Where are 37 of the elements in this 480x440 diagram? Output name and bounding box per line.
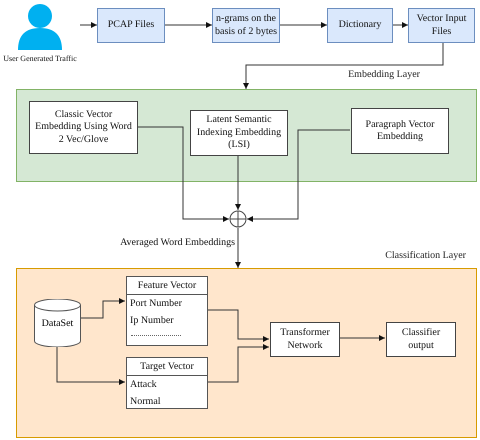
- arrow: [164, 22, 212, 28]
- arrow: [235, 228, 241, 268]
- arrow: [80, 298, 126, 318]
- arrow: [136, 126, 230, 222]
- process-box: Classifier output: [386, 322, 456, 357]
- table-item: Ip Number: [129, 314, 175, 328]
- vector-table: [126, 276, 208, 346]
- process-box: PCAP Files: [97, 8, 165, 43]
- vector-table: [126, 357, 208, 409]
- table-header: Feature Vector: [127, 277, 207, 295]
- sum-junction-circle: [229, 210, 247, 228]
- layer-title: Classification Layer: [385, 250, 466, 261]
- process-box: Paragraph Vector Embedding: [351, 108, 449, 154]
- table-item: Normal: [129, 395, 162, 409]
- layer-title: Embedding Layer: [348, 69, 420, 80]
- table-item: Port Number: [129, 297, 183, 311]
- arrow: [56, 346, 126, 385]
- table-header: Target Vector: [127, 358, 207, 376]
- process-box: Transformer Network: [270, 322, 340, 357]
- node-caption: User Generated Traffic: [2, 54, 78, 63]
- process-box: Classic Vector Embedding Using Word 2 Vec/Glove: [29, 101, 138, 154]
- arrow: [246, 130, 350, 222]
- process-box: Vector Input Files: [408, 8, 475, 43]
- arrow: [338, 335, 386, 341]
- arrow: [243, 42, 444, 90]
- table-item: Attack: [129, 378, 158, 392]
- arrow: [235, 154, 241, 210]
- database-cylinder: DataSet: [34, 299, 81, 347]
- process-box: Latent Semantic Indexing Embedding (LSI): [190, 110, 288, 156]
- edge-label: Averaged Word Embeddings: [120, 237, 235, 248]
- arrow: [80, 22, 98, 28]
- arrow: [280, 22, 328, 28]
- process-box: Dictionary: [327, 8, 393, 43]
- arrow: [392, 22, 408, 28]
- arrow: [206, 344, 270, 382]
- process-box: n-grams on the basis of 2 bytes: [212, 8, 280, 43]
- arrow: [206, 310, 270, 342]
